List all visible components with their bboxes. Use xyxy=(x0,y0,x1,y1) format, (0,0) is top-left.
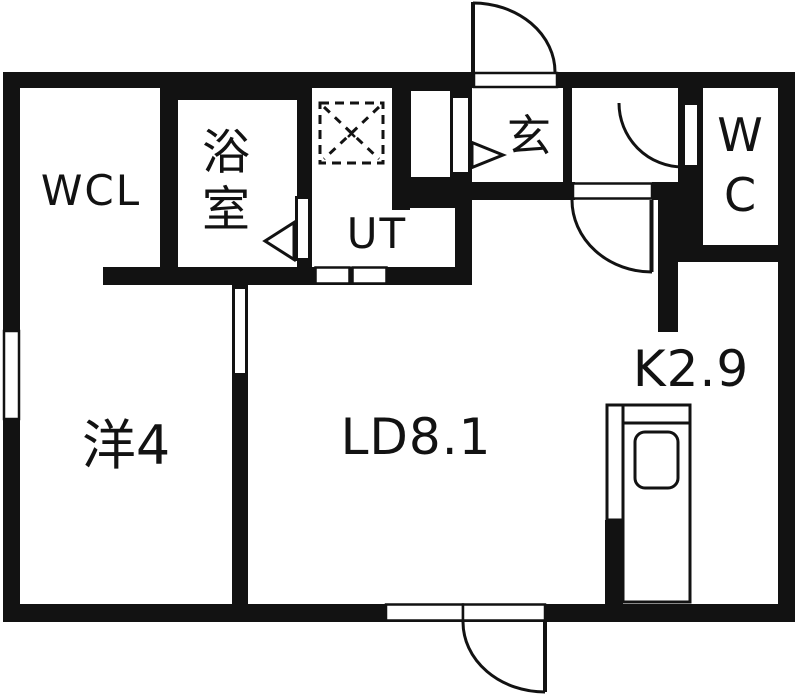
wall-divider-gap-edge-right xyxy=(245,289,248,373)
wall-divider-lower xyxy=(232,373,248,604)
wc-door-leaf xyxy=(682,102,700,168)
wall-ut-right xyxy=(392,88,410,210)
ld-door-arc xyxy=(570,199,653,274)
wall-ld-door-jamb xyxy=(652,182,678,200)
room-label-western-room: 洋4 xyxy=(81,414,171,477)
kitchen-counter xyxy=(605,403,692,604)
bath-door-leaf xyxy=(295,196,311,261)
wc-door-arc xyxy=(617,102,684,169)
room-label-bathroom: 浴室 xyxy=(201,124,251,237)
wall-wc-south xyxy=(678,245,780,262)
room-label-genkan: 玄 xyxy=(507,111,551,162)
wall-right xyxy=(778,72,795,622)
wall-counter-bar xyxy=(605,520,623,622)
window-left-wall xyxy=(2,329,21,421)
openings xyxy=(2,71,654,622)
wall-bath-top xyxy=(178,88,312,100)
entrance-arrow-triangle xyxy=(470,140,508,170)
room-label-toilet: WC xyxy=(717,108,763,222)
door-swings xyxy=(461,1,684,694)
direction-markers xyxy=(262,140,508,263)
entry-fixtures xyxy=(411,91,468,177)
wall-divider-gap-edge-left xyxy=(232,289,235,373)
washing-machine-center-mark-2 xyxy=(347,129,356,138)
wall-mid-horizontal xyxy=(103,267,470,285)
washing-machine-box xyxy=(318,101,385,165)
wall-genkan-east xyxy=(563,88,572,182)
bath-door-triangle xyxy=(262,219,296,263)
room-label-wcl: WCL xyxy=(40,166,142,215)
ld-door-opening xyxy=(571,182,654,200)
room-label-living-dining: LD8.1 xyxy=(340,408,492,466)
shoe-cabinet xyxy=(411,91,450,177)
wall-genkan-south xyxy=(472,182,575,200)
door-leaves xyxy=(295,102,700,261)
entry-door-arc xyxy=(472,1,557,73)
wall-wcl-right xyxy=(160,88,178,268)
room-label-utility: UT xyxy=(346,209,408,258)
room-label-kitchen: K2.9 xyxy=(632,340,750,398)
wall-top xyxy=(3,72,795,88)
wall-hall-column xyxy=(455,200,472,285)
entry-side-panel xyxy=(453,98,468,172)
kitchen-counter-left-column xyxy=(605,403,625,522)
entry-door-opening xyxy=(472,71,559,89)
wall-divider-lintel xyxy=(232,285,248,289)
kitchen-sink xyxy=(633,430,680,490)
balcony-window-panel xyxy=(384,603,465,622)
wall-ld-kitchen xyxy=(658,200,678,332)
ut-folding-door-panel-right xyxy=(351,266,388,285)
balcony-door-arc xyxy=(461,621,546,694)
balcony-door-opening xyxy=(461,603,547,622)
washing-machine-symbol xyxy=(318,101,385,165)
ut-folding-door-panel-left xyxy=(314,266,351,285)
